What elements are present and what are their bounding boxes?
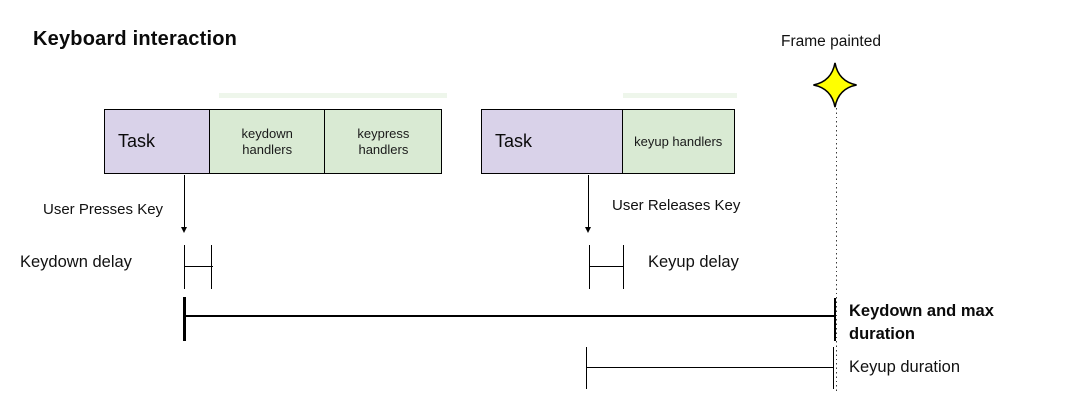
keydown-delay-label: Keydown delay bbox=[20, 253, 132, 271]
frame-painted-label: Frame painted bbox=[781, 33, 881, 50]
press-arrow-line bbox=[183, 175, 185, 227]
release-arrow-line bbox=[588, 175, 590, 227]
task-block: Task bbox=[481, 109, 623, 174]
keypress-handlers-label: keypress handlers bbox=[357, 125, 410, 157]
task-label: Task bbox=[118, 131, 156, 151]
keyup-delay-label: Keyup delay bbox=[648, 253, 739, 271]
keyup-handlers-label: keyup handlers bbox=[634, 133, 723, 149]
keydown-duration-start-tick bbox=[183, 297, 186, 341]
star-shape bbox=[813, 62, 857, 108]
keydown-task-group: Task keydown handlers keypress handlers bbox=[104, 109, 443, 174]
keyup-handlers-block: keyup handlers bbox=[621, 109, 735, 174]
press-arrow-head-icon bbox=[180, 227, 187, 233]
keydown-handlers-label: keydown handlers bbox=[241, 125, 293, 157]
keydown-handlers-block: keydown handlers bbox=[208, 109, 326, 174]
task-label: Task bbox=[495, 131, 533, 151]
task-block: Task bbox=[104, 109, 210, 174]
keyup-duration-end-tick bbox=[833, 347, 835, 389]
page-title: Keyboard interaction bbox=[33, 28, 238, 50]
keyup-duration-label: Keyup duration bbox=[849, 358, 960, 376]
user-releases-key-label: User Releases Key bbox=[612, 197, 741, 214]
keyup-duration-line bbox=[586, 366, 833, 368]
user-presses-key-label: User Presses Key bbox=[43, 201, 164, 218]
keydown-max-duration-label: Keydown and max duration bbox=[849, 302, 994, 343]
release-arrow-head-icon bbox=[585, 227, 592, 233]
keyup-duration-start-tick bbox=[586, 347, 588, 389]
keypress-handlers-block: keypress handlers bbox=[324, 109, 443, 174]
keyup-task-group: Task keyup handlers bbox=[481, 109, 735, 174]
keydown-duration-line bbox=[184, 314, 835, 318]
keydown-delay-span-line bbox=[184, 266, 213, 268]
keydown-duration-end-tick bbox=[833, 298, 837, 341]
frame-painted-star-icon bbox=[813, 62, 857, 108]
keyup-delay-span-line bbox=[588, 266, 624, 268]
handler-highlight-strip bbox=[623, 93, 737, 98]
frame-painted-dotted-line bbox=[836, 108, 838, 393]
handler-highlight-strip bbox=[219, 93, 447, 98]
